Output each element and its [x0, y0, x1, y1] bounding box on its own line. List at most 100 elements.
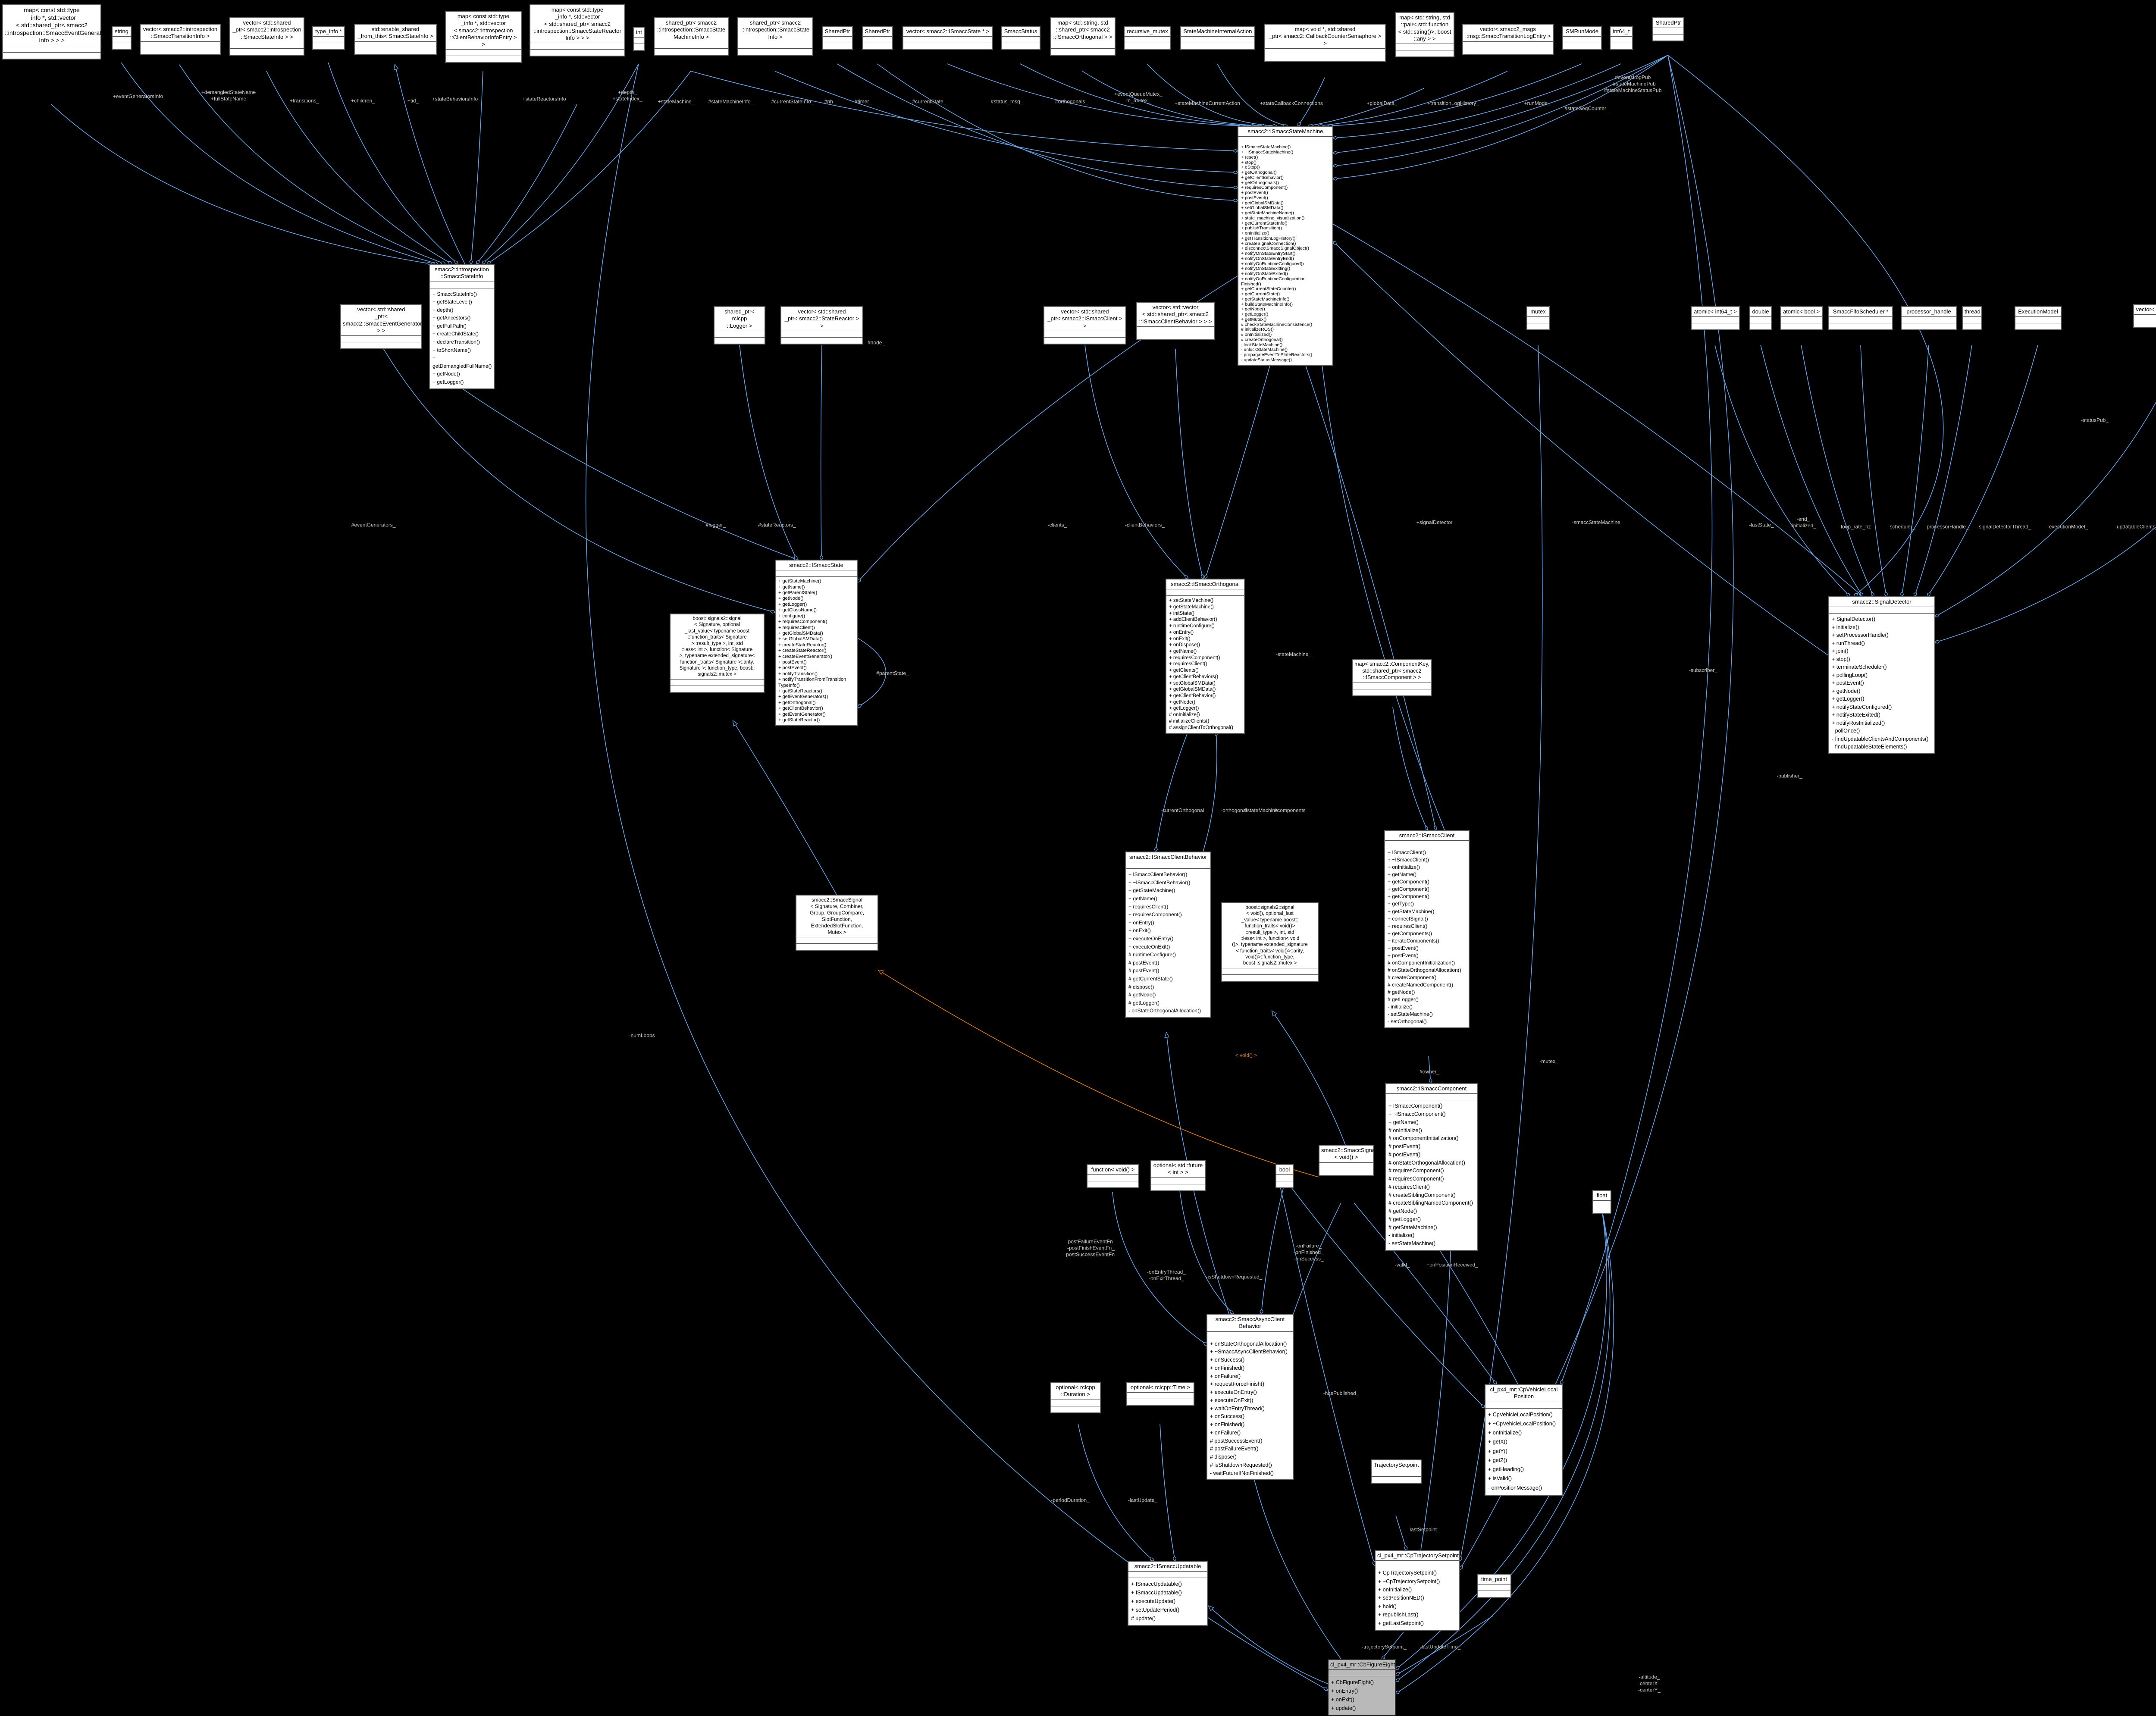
class-title: SharedPtr [1655, 19, 1681, 26]
relation-edge [1291, 1202, 1341, 1319]
class-map-callbackcountersemaphore: map< void *, std::shared _ptr< smacc2::C… [1264, 24, 1386, 62]
class-string: string [112, 26, 132, 50]
operations-compartment [1653, 34, 1683, 41]
compartment-divider [1902, 316, 1956, 317]
attributes-compartment [903, 37, 992, 43]
operations-compartment [530, 50, 624, 56]
relation-edge [1112, 1192, 1207, 1345]
compartment-divider [1527, 316, 1549, 317]
edge-label: -updatableClients_ [2115, 523, 2156, 530]
attributes-compartment [823, 37, 852, 43]
operations-compartment [1963, 323, 1981, 329]
edge-label: -lastSetpoint_ [1408, 1526, 1440, 1533]
attributes-compartment [738, 42, 812, 48]
class-processor-handle: processor_handle [1901, 306, 1957, 331]
class-title: vector< std::shared _ptr< smacc2::StateR… [784, 308, 859, 329]
edge-label: -valid_ [1395, 1262, 1410, 1268]
operations-compartment [671, 686, 764, 692]
relation-edge [1395, 1515, 1407, 1550]
class-title: map< void *, std::shared _ptr< smacc2::C… [1269, 26, 1382, 47]
relation-edge [1392, 707, 1427, 830]
compartment-divider [1372, 1476, 1421, 1477]
class-smaccfifoscheduler: SmaccFifoScheduler * [1828, 306, 1893, 331]
compartment-divider [141, 41, 220, 42]
edge-label: -lastState_ [1749, 522, 1774, 528]
edge-label: #node_ [867, 339, 885, 346]
relation-edge [1297, 342, 1436, 830]
edge-label: #orthogonals_ [1055, 98, 1088, 105]
class-title: map< std::string, std ::pair< std::funct… [1398, 14, 1451, 42]
class-title: int [636, 29, 642, 35]
edge-label: +stateReactorsInfo [522, 96, 566, 102]
class-title: vector< std::shared _ptr< smacc2::ISmacc… [1047, 308, 1122, 329]
attributes-compartment [1593, 1201, 1611, 1207]
class-ismaccstate: smacc2::ISmaccState+ getStateMachine() +… [775, 560, 858, 726]
operations-compartment [1692, 323, 1739, 329]
class-type-info: type_info * [312, 26, 345, 50]
class-ismacccomponent: smacc2::ISmaccComponent+ ISmaccComponent… [1385, 1083, 1478, 1251]
attributes-compartment [1207, 1332, 1293, 1338]
compartment-divider [1611, 36, 1632, 37]
attributes-compartment [1902, 317, 1956, 323]
compartment-divider [341, 335, 421, 336]
edge-label: #status_msg_ [990, 98, 1023, 105]
attributes-compartment [1127, 1393, 1194, 1399]
attributes-compartment [313, 37, 344, 43]
class-title: TrajectorySetpoint [1373, 1462, 1419, 1468]
class-cbfigureeight: cl_px4_mr::CbFigureEight+ CbFigureEight(… [1328, 1659, 1396, 1716]
attributes-compartment [1238, 137, 1332, 143]
attributes-compartment [1463, 42, 1553, 48]
edge-label: -periodDuration_ [1051, 1497, 1090, 1503]
relation-edge [1253, 1473, 1341, 1660]
relation-edge [1667, 55, 1944, 596]
relation-edge [774, 71, 1238, 172]
operations-compartment [1222, 975, 1318, 981]
operations-compartment [1181, 43, 1254, 49]
operations-compartment [1276, 1181, 1293, 1187]
edge-label: #stateMachine_ [1244, 807, 1281, 814]
edge-label: +stateMachineCurrentAction [1175, 100, 1240, 106]
edge-label: -isShutdownRequested_ [1206, 1274, 1263, 1280]
class-function-void: function< void() > [1087, 1164, 1139, 1189]
class-title: cl_px4_mr::CpTrajectorySetpoint [1377, 1552, 1459, 1559]
edge-label: -trajectorySetpoint_ [1361, 1644, 1407, 1650]
relation-edge [476, 104, 577, 264]
class-map-eventgeneratorinfo: map< const std::type _info *, std::vecto… [2, 4, 107, 59]
compartment-divider [1692, 316, 1739, 317]
edge-label: +globalData_ [1366, 100, 1398, 106]
class-title: vector< smacc2::ISmaccUpdatable * > [2136, 306, 2155, 313]
class-members: + CpVehicleLocalPosition() + ~CpVehicleL… [1488, 1411, 1556, 1491]
edge-label: -onFailure_ -onFinished_ -onSuccess_ [1294, 1243, 1324, 1262]
class-title: smacc2::ISmaccUpdatable [1134, 1563, 1201, 1569]
class-title: time_point [1481, 1576, 1507, 1582]
class-time-point: time_point [1477, 1574, 1511, 1598]
operations-compartment [781, 338, 862, 344]
compartment-divider [903, 36, 992, 37]
compartment-divider [655, 48, 728, 49]
class-title: thread [1965, 308, 1981, 315]
class-title: cl_px4_mr::CbFigureEight [1330, 1661, 1395, 1668]
compartment-divider [1319, 1162, 1373, 1163]
edge-label: +transitionLogHistory_ [1427, 100, 1479, 106]
class-members: + SignalDetector() + initialize() + setP… [1832, 616, 1929, 750]
relation-edge [1333, 55, 1668, 179]
operations-compartment [1396, 50, 1454, 56]
class-enable-shared-from-this: std::enable_shared _from_this< SmaccStat… [354, 24, 437, 55]
relation-edge [1902, 344, 1929, 596]
compartment-divider [1137, 326, 1214, 327]
class-title: map< std::string, std ::shared_ptr< smac… [1053, 19, 1112, 40]
attributes-compartment [1044, 331, 1125, 337]
relation-edge [878, 970, 1319, 1177]
class-members: + SmaccStateInfo() + getStateLevel() + d… [432, 291, 492, 385]
operations-compartment [903, 43, 992, 49]
edge-label: -clients_ [1047, 522, 1067, 528]
relation-edge [121, 62, 438, 264]
relation-edge [739, 344, 797, 560]
operations-compartment [313, 43, 344, 49]
class-optional-duration: optional< rclcpp ::Duration > [1050, 1382, 1101, 1413]
relation-edge [1319, 343, 1445, 830]
attributes-compartment [446, 50, 521, 56]
relation-edge [1179, 1187, 1233, 1314]
compartment-divider [1463, 41, 1553, 42]
